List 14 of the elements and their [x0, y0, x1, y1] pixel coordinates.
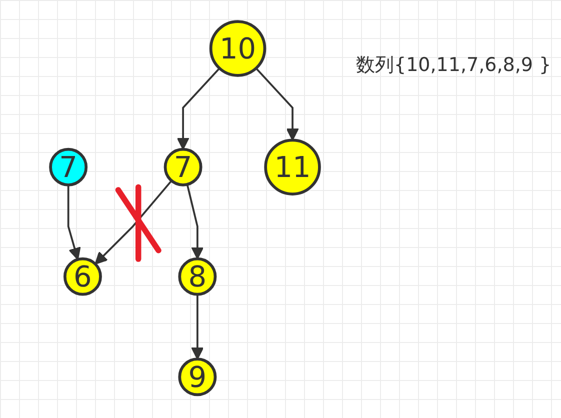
node-circle: 7 [49, 148, 88, 186]
node-circle: 9 [178, 358, 217, 396]
node-circle: 8 [178, 257, 217, 296]
arrow [67, 184, 81, 260]
node-circle: 7 [164, 148, 202, 186]
arrow [191, 294, 204, 360]
arrow [94, 180, 172, 265]
arrow [186, 184, 204, 260]
arrow [255, 68, 299, 141]
node-circle: 6 [63, 257, 102, 296]
note-text: 数列{10,11,7,6,8,9 } [356, 53, 552, 78]
node-circle: 11 [264, 138, 321, 196]
arrow [176, 68, 220, 150]
node-circle: 10 [209, 20, 266, 77]
